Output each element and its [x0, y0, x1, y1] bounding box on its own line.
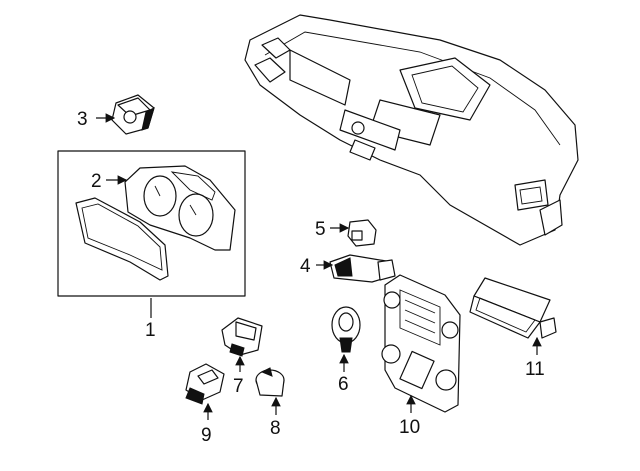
callout-7: 7 — [233, 376, 244, 397]
part-4-hazard-switch — [329, 254, 396, 283]
callout-2: 2 — [91, 171, 102, 192]
part-2-gauge-cluster — [124, 165, 236, 251]
callout-9: 9 — [201, 425, 212, 446]
callout-11: 11 — [525, 359, 545, 380]
part-1-lens — [75, 197, 169, 281]
part-11-display — [469, 277, 557, 339]
callout-6: 6 — [338, 374, 349, 395]
part-10-control-panel — [381, 274, 461, 413]
part-9-switch — [185, 363, 225, 405]
part-8-sensor — [255, 367, 285, 397]
part-3-switch — [111, 94, 155, 135]
callout-3: 3 — [77, 109, 88, 130]
part-1-cluster-box — [57, 150, 246, 297]
callout-5: 5 — [315, 219, 326, 240]
instrument-panel — [244, 14, 579, 246]
leader-lines — [96, 113, 542, 420]
part-7-switch — [221, 317, 263, 357]
part-6-knob — [331, 306, 361, 353]
callout-10: 10 — [399, 417, 420, 438]
callout-4: 4 — [300, 256, 311, 277]
callout-1: 1 — [145, 320, 156, 341]
part-5-switch — [347, 219, 377, 247]
callout-8: 8 — [270, 418, 281, 439]
